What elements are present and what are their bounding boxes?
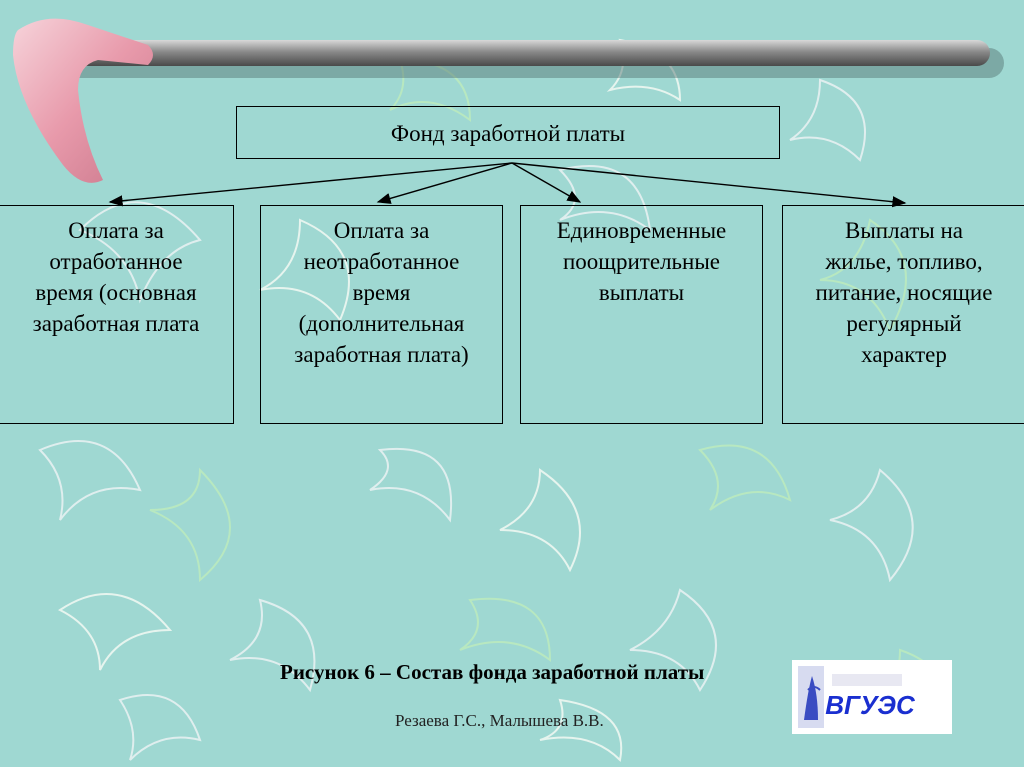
connector-arrow-1 (110, 163, 512, 202)
child-node-unworked-time: Оплата за неотработанное время (дополнит… (260, 205, 503, 424)
root-node: Фонд заработной платы (236, 106, 780, 159)
child-node-one-time-bonuses: Единовременные поощрительные выплаты (520, 205, 763, 424)
child-node-label: Оплата за неотработанное время (дополнит… (261, 215, 502, 370)
child-node-worked-time: Оплата за отработанное время (основная з… (0, 205, 234, 424)
figure-caption: Рисунок 6 – Состав фонда заработной плат… (280, 657, 800, 687)
child-node-label: Единовременные поощрительные выплаты (521, 215, 762, 308)
root-node-label: Фонд заработной платы (391, 121, 625, 146)
child-node-label: Оплата за отработанное время (основная з… (0, 215, 233, 339)
child-node-label: Выплаты на жилье, топливо, питание, нося… (783, 215, 1024, 370)
authors-footer: Резаева Г.С., Малышева В.В. (395, 709, 655, 733)
university-logo: ВГУЭС (792, 660, 952, 734)
child-node-regular-payments: Выплаты на жилье, топливо, питание, нося… (782, 205, 1024, 424)
logo-text: ВГУЭС (825, 690, 916, 720)
